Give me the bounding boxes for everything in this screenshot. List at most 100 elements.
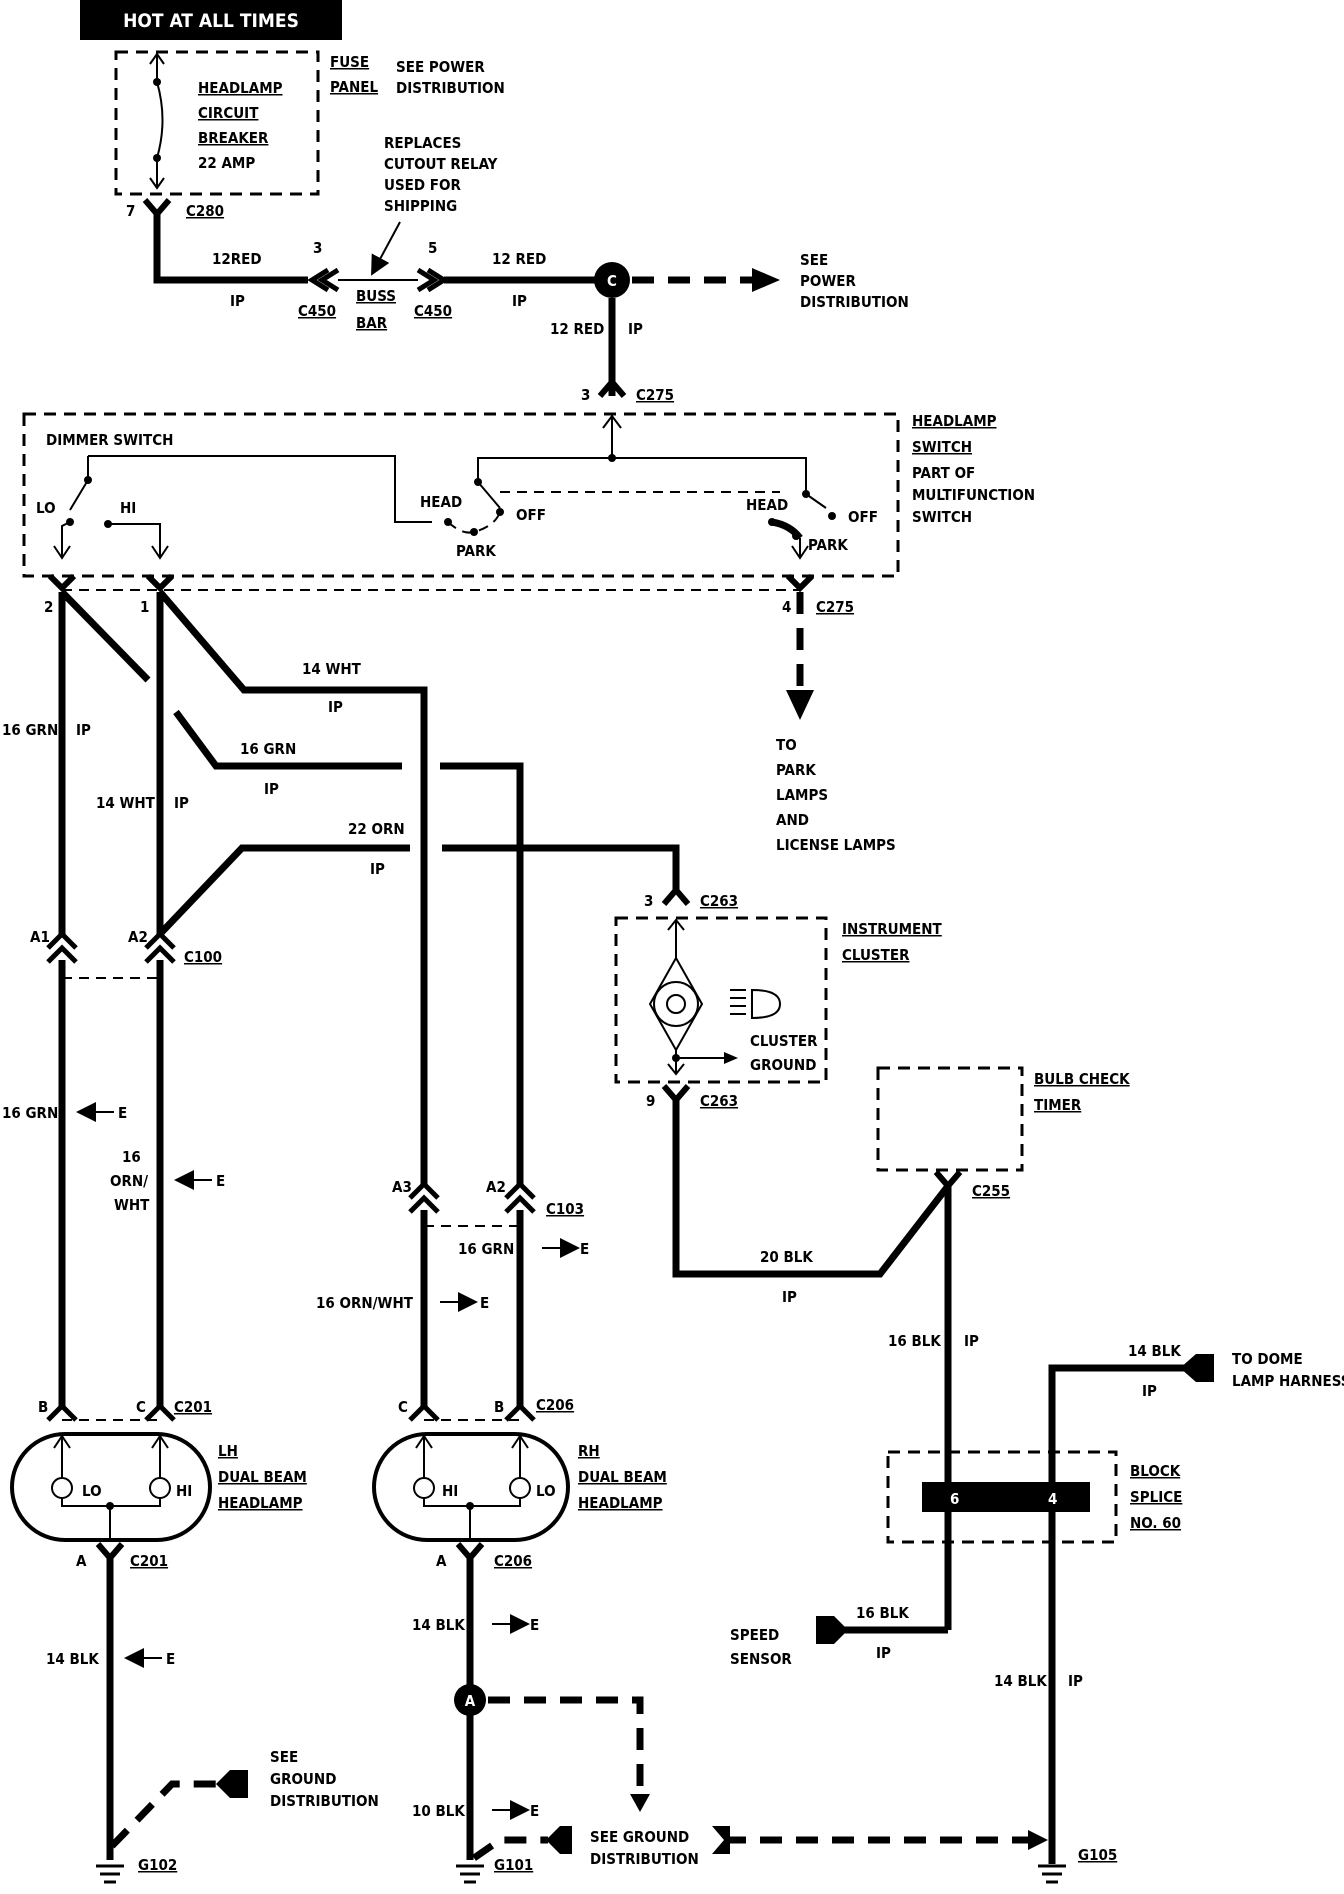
lh-c201-bottom: C201 xyxy=(130,1552,168,1570)
wire-12red-down: 12 RED xyxy=(550,320,604,338)
hot-at-all-times-banner: HOT AT ALL TIMES xyxy=(80,0,342,40)
pin-4-c275: 4 xyxy=(782,598,791,616)
cluster-ground-1: CLUSTER xyxy=(750,1032,818,1050)
see-power-note-2: DISTRIBUTION xyxy=(396,79,505,97)
connector-c263-in: C263 xyxy=(700,892,738,910)
wire-14blk-lh: 14 BLK xyxy=(46,1650,99,1668)
to-dome-1: TO DOME xyxy=(1232,1350,1303,1368)
c100-label: C100 xyxy=(184,948,222,966)
splice-a xyxy=(454,1684,486,1716)
c103-a2: A2 xyxy=(486,1178,506,1196)
block-splice-title-3: NO. 60 xyxy=(1130,1514,1181,1532)
to-park-4: AND xyxy=(776,811,809,829)
wire-20blk: 20 BLK xyxy=(760,1248,813,1266)
pin-3-c450: 3 xyxy=(313,239,322,257)
to-park-1: TO xyxy=(776,736,797,754)
rh-lo: LO xyxy=(536,1482,556,1500)
instrument-cluster: 3 C263 INSTRUMENT CLUSTER CLUSTER GROUND… xyxy=(614,885,943,1110)
rh-hi: HI xyxy=(442,1482,458,1500)
see-power-2: POWER xyxy=(800,272,856,290)
lh-see-3: DISTRIBUTION xyxy=(270,1792,379,1810)
rh-pin-b: B xyxy=(494,1398,504,1416)
ground-g101: G101 xyxy=(494,1856,533,1874)
splice-c xyxy=(594,262,630,298)
mid-wires: 16 GRN IP 14 WHT IP 14 WHT IP 16 GRN IP … xyxy=(2,589,680,1184)
fuse-panel-label-1: FUSE xyxy=(330,53,369,71)
wire-ip-g105: IP xyxy=(1068,1672,1083,1690)
wire-16grn-mid: 16 GRN xyxy=(240,740,296,758)
connector-c255: C255 xyxy=(972,1182,1010,1200)
connector-c100: A1 A2 C100 xyxy=(30,928,222,979)
lh-pin-a: A xyxy=(76,1552,87,1570)
cutout-note-2: CUTOUT RELAY xyxy=(384,155,498,173)
wire-ip-w3: IP xyxy=(328,698,343,716)
connector-c103: A3 A2 C103 16 GRN E 16 ORN/WHT E xyxy=(316,1178,589,1406)
c103-a3: A3 xyxy=(392,1178,412,1196)
rh-title-2: DUAL BEAM xyxy=(578,1468,667,1486)
bulb-check-title-1: BULB CHECK xyxy=(1034,1070,1130,1088)
wire-22orn: 22 ORN xyxy=(348,820,405,838)
headlamp-switch: 3 C275 HEADLAMP SWITCH PART OF MULTIFUNC… xyxy=(22,377,1035,854)
wire-16-orn-2: ORN/ xyxy=(110,1172,148,1190)
dome-lamp-feed: 14 BLK IP TO DOME LAMP HARNESS xyxy=(1048,1342,1344,1864)
block-splice-title-2: SPLICE xyxy=(1130,1488,1182,1506)
wire-e2: E xyxy=(216,1172,225,1190)
switch2-off: OFF xyxy=(848,508,878,526)
wire-ip-left: IP xyxy=(230,292,245,310)
connector-c280: C280 xyxy=(186,202,224,220)
wire-c103-e2: E xyxy=(480,1294,489,1312)
pin-2-c275: 2 xyxy=(44,598,53,616)
wire-ip-w4: IP xyxy=(264,780,279,798)
banner-text: HOT AT ALL TIMES xyxy=(123,10,299,32)
rh-e2: E xyxy=(530,1802,539,1820)
speed-sensor-2: SENSOR xyxy=(730,1650,792,1668)
pin-9-c263: 9 xyxy=(646,1092,655,1110)
wire-16grn-c103: 16 GRN xyxy=(458,1240,514,1258)
lh-see-2: GROUND xyxy=(270,1770,336,1788)
wire-12red-right: 12 RED xyxy=(492,250,546,268)
wire-ip-16blk: IP xyxy=(964,1332,979,1350)
cluster-ground-2: GROUND xyxy=(750,1056,816,1074)
wire-16grn-left: 16 GRN xyxy=(2,721,58,739)
wire-ip-w5: IP xyxy=(370,860,385,878)
top-feed-wires: 12RED IP 3 C450 BUSS BAR 5 C450 12 RED I… xyxy=(153,134,909,396)
wire-c103-e1: E xyxy=(580,1240,589,1258)
wire-ip-20blk: IP xyxy=(782,1288,797,1306)
to-park-3: LAMPS xyxy=(776,786,828,804)
lh-title-2: DUAL BEAM xyxy=(218,1468,307,1486)
buss-label: BUSS xyxy=(356,287,396,305)
wire-ip-down: IP xyxy=(628,320,643,338)
wire-16blk-speed: 16 BLK xyxy=(856,1604,909,1622)
switch1-head: HEAD xyxy=(420,493,462,511)
see-power-1: SEE xyxy=(800,251,828,269)
wire-14blk-dome: 14 BLK xyxy=(1128,1342,1181,1360)
to-park-2: PARK xyxy=(776,761,816,779)
splice-a-label: A xyxy=(465,1692,476,1710)
splice-c-label: C xyxy=(607,272,617,290)
wire-ip-dome: IP xyxy=(1142,1382,1157,1400)
lh-title-1: LH xyxy=(218,1442,238,1460)
wire-ip-speed: IP xyxy=(876,1644,891,1662)
wire-14blk-rh: 14 BLK xyxy=(412,1616,465,1634)
fuse-panel-label-2: PANEL xyxy=(330,78,378,96)
wire-14wht-left: 14 WHT xyxy=(96,794,156,812)
rh-see-1: SEE GROUND xyxy=(590,1828,689,1846)
connector-c275-in: C275 xyxy=(636,386,674,404)
switch1-park: PARK xyxy=(456,542,496,560)
lh-see-1: SEE xyxy=(270,1748,298,1766)
rh-pin-a: A xyxy=(436,1552,447,1570)
lh-pin-c: C xyxy=(136,1398,146,1416)
bulb-check-title-2: TIMER xyxy=(1034,1096,1082,1114)
cluster-title-1: INSTRUMENT xyxy=(842,920,943,938)
dimmer-hi: HI xyxy=(120,499,136,517)
bar-label: BAR xyxy=(356,314,388,332)
wire-16blk: 16 BLK xyxy=(888,1332,941,1350)
see-power-note-1: SEE POWER xyxy=(396,58,485,76)
cluster-title-2: CLUSTER xyxy=(842,946,910,964)
lh-headlamp: B C C201 LO HI LH DUAL BEAM HEADLAMP A C… xyxy=(10,1398,379,1884)
connector-c275-out: C275 xyxy=(816,598,854,616)
bulb-check-timer: BULB CHECK TIMER C255 20 BLK IP 16 BLK I… xyxy=(672,1066,1130,1630)
lh-e: E xyxy=(166,1650,175,1668)
to-park-5: LICENSE LAMPS xyxy=(776,836,896,854)
